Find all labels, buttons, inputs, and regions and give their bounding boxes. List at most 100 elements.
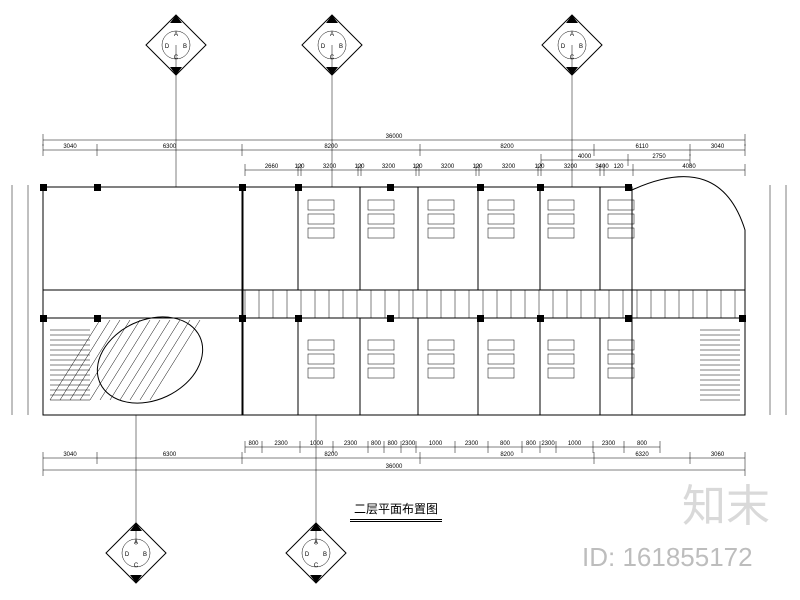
marker-arrow-icon (326, 67, 338, 75)
column (239, 184, 246, 191)
marker-letter: B (579, 44, 583, 50)
marker-arrow-icon (566, 15, 578, 23)
dimension-label: 120 (412, 164, 423, 170)
column (477, 184, 484, 191)
dimension-label: 3040 (63, 144, 77, 150)
marker-letter: A (570, 32, 574, 38)
bed (607, 213, 635, 225)
marker-circle (161, 30, 191, 60)
column (477, 315, 484, 322)
marker-letter: B (143, 552, 147, 558)
bed (547, 227, 575, 239)
bed (547, 199, 575, 211)
marker-circle (301, 538, 331, 568)
dimension-label: 3200 (564, 164, 578, 170)
marker-circle (317, 30, 347, 60)
dimension-label: 2660 (265, 164, 279, 170)
bed (607, 227, 635, 239)
bed (427, 339, 455, 351)
bed (487, 339, 515, 351)
dimension-label: 3040 (63, 452, 77, 458)
dimension-label: 6110 (636, 144, 650, 150)
drawing-title: 二层平面布置图 (350, 500, 443, 522)
marker-letter: A (174, 32, 178, 38)
dimension-label: 6300 (163, 144, 177, 150)
hatch-line (89, 319, 141, 401)
column (537, 315, 544, 322)
marker-letter: C (134, 563, 139, 569)
marker-arrow-icon (566, 67, 578, 75)
bed (487, 213, 515, 225)
dimension-label: 1000 (310, 441, 324, 447)
dimension-label: 800 (248, 441, 259, 447)
marker-letter: B (339, 44, 343, 50)
bed (427, 213, 455, 225)
marker-letter: C (174, 55, 179, 61)
dimension-label: 1000 (429, 441, 443, 447)
marker-letter: C (314, 563, 319, 569)
dimension-label: 120 (613, 164, 624, 170)
dimension-label: 2750 (652, 154, 666, 160)
bed (427, 367, 455, 379)
marker-letter: D (125, 552, 130, 558)
dimension-label: 120 (472, 164, 483, 170)
hatch-line (119, 319, 171, 401)
dimension-label: 4080 (682, 164, 696, 170)
bed (367, 367, 395, 379)
column (40, 184, 47, 191)
hatch-line (139, 319, 191, 401)
overall-dimension: 36000 (386, 134, 403, 140)
bed (547, 213, 575, 225)
marker-letter: C (570, 55, 575, 61)
column (387, 184, 394, 191)
hatch-line (99, 319, 151, 401)
marker-letter: C (330, 55, 335, 61)
marker-arrow-icon (170, 15, 182, 23)
dimension-label: 800 (387, 441, 398, 447)
marker-letter: D (561, 44, 566, 50)
column (94, 184, 101, 191)
bed (367, 199, 395, 211)
column (295, 184, 302, 191)
column (387, 315, 394, 322)
bed (547, 353, 575, 365)
column (40, 315, 47, 322)
bed (607, 339, 635, 351)
bed (307, 227, 335, 239)
hatch-line (149, 319, 201, 401)
column (537, 184, 544, 191)
overall-dimension: 36000 (386, 464, 403, 470)
dimension-label: 6300 (163, 452, 177, 458)
dimension-label: 8200 (324, 452, 338, 458)
bed (487, 199, 515, 211)
bed (607, 199, 635, 211)
oval-feature (96, 316, 204, 404)
marker-letter: D (165, 44, 170, 50)
left-block-wall (42, 186, 244, 416)
dimension-label: 3200 (441, 164, 455, 170)
bed (307, 367, 335, 379)
dimension-label: 2300 (402, 441, 416, 447)
hatch-line (129, 319, 181, 401)
dimension-label: 4000 (578, 154, 592, 160)
dimension-label: 8200 (324, 144, 338, 150)
marker-letter: A (314, 540, 318, 546)
dimension-label: 2300 (344, 441, 358, 447)
dimension-label: 8200 (500, 452, 514, 458)
dimension-label: 3200 (502, 164, 516, 170)
marker-circle (557, 30, 587, 60)
column (625, 184, 632, 191)
bed (367, 339, 395, 351)
marker-letter: A (330, 32, 334, 38)
dimension-label: 800 (500, 441, 511, 447)
bed (307, 199, 335, 211)
hatch-line (79, 319, 131, 401)
marker-arrow-icon (326, 15, 338, 23)
dimension-label: 800 (637, 441, 648, 447)
marker-arrow-icon (130, 575, 142, 583)
column (94, 315, 101, 322)
bed (607, 353, 635, 365)
watermark-logo: 知末 (682, 481, 770, 532)
marker-letter: A (134, 540, 138, 546)
